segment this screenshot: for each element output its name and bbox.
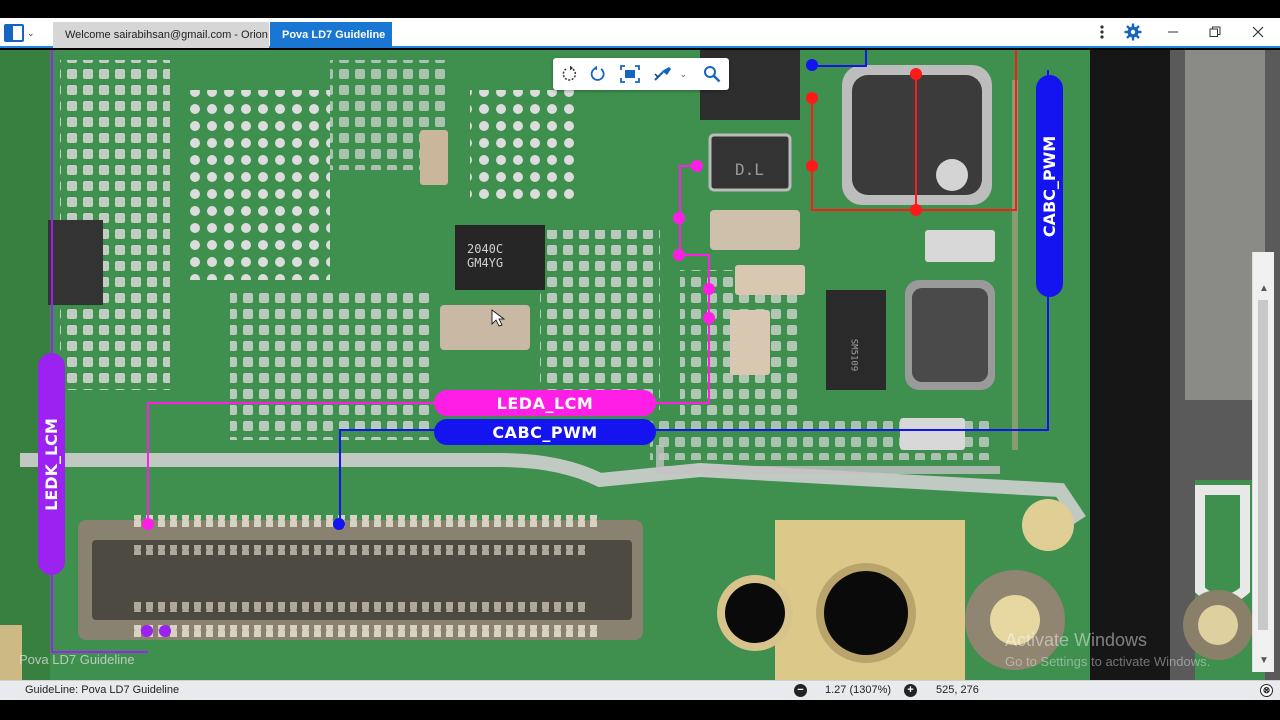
net-label-cabc-pwm[interactable]: CABC_PWM (434, 419, 656, 445)
status-bar: GuideLine: Pova LD7 Guideline − 1.27 (13… (0, 680, 1280, 700)
guideline-watermark: Pova LD7 Guideline (19, 652, 135, 667)
probe-icon (654, 67, 672, 81)
fit-screen-icon (620, 65, 641, 83)
vertical-scrollbar[interactable]: ▲ ▼ (1252, 252, 1274, 672)
bottom-letterbox (0, 700, 1280, 720)
ic-marking-dl: D.L (735, 160, 764, 179)
chevron-down-icon: ⌄ (27, 27, 35, 38)
net-label-text: LEDK_LCM (42, 417, 62, 511)
pcb-image (0, 50, 1280, 680)
status-settings-button[interactable]: ⊗ (1260, 684, 1273, 697)
tab-pova-ld7-guideline[interactable]: Pova LD7 Guideline (270, 22, 392, 48)
scroll-up-icon[interactable]: ▲ (1259, 283, 1269, 294)
app-menu-button[interactable]: ⌄ (4, 21, 44, 45)
activate-windows-subtitle: Go to Settings to activate Windows. (1005, 654, 1211, 669)
ic-marking-2040c: 2040C GM4YG (467, 242, 504, 270)
probe-options-dropdown[interactable]: ⌄ (679, 62, 689, 86)
ic-marking-sm5109: SM5109 (848, 338, 859, 372)
restore-button[interactable] (1197, 18, 1233, 46)
minus-icon: − (797, 684, 804, 696)
probe-tool-button[interactable] (652, 62, 675, 86)
panel-icon (4, 24, 24, 42)
chevron-down-icon: ⌄ (679, 68, 688, 79)
settings-button[interactable] (1115, 18, 1151, 46)
more-options-button[interactable] (1084, 18, 1120, 46)
tab-welcome[interactable]: Welcome sairabihsan@gmail.com - Orion (53, 22, 269, 48)
restore-icon (1209, 26, 1221, 37)
net-label-text: CABC_PWM (492, 422, 598, 442)
more-icon (1100, 25, 1104, 39)
title-bar: ⌄ Welcome sairabihsan@gmail.com - Orion … (0, 18, 1280, 48)
scroll-down-icon[interactable]: ▼ (1259, 655, 1269, 666)
rotate-cw-icon (591, 65, 605, 81)
search-icon (703, 66, 720, 83)
net-label-text: LEDA_LCM (496, 393, 594, 413)
rotate-cw-button[interactable] (586, 62, 609, 86)
view-toolbar: ⌄ (553, 58, 729, 90)
status-guideline: GuideLine: Pova LD7 Guideline (25, 684, 180, 696)
globe-icon: ⊗ (1262, 685, 1271, 695)
scroll-thumb[interactable] (1258, 300, 1268, 630)
rotate-ccw-button[interactable] (559, 62, 582, 86)
rotate-ccw-icon (563, 65, 577, 81)
close-icon (1252, 26, 1264, 38)
zoom-in-button[interactable]: + (904, 684, 917, 697)
minimize-icon (1168, 31, 1178, 33)
status-zoom: 1.27 (1307%) (825, 684, 892, 696)
zoom-out-button[interactable]: − (794, 684, 807, 697)
fit-screen-button[interactable] (619, 62, 642, 86)
settings-icon (1124, 23, 1142, 41)
search-button[interactable] (700, 62, 723, 86)
close-button[interactable] (1240, 18, 1276, 46)
net-label-ledk-lcm[interactable]: LEDK_LCM (38, 353, 65, 575)
pcb-viewport[interactable]: 2040C GM4YG D.L SM5109 LEDA_LCM CABC_PWM… (0, 50, 1280, 680)
net-label-leda-lcm[interactable]: LEDA_LCM (434, 390, 656, 416)
net-label-text: CABC_PWM (1040, 135, 1060, 237)
minimize-button[interactable] (1155, 18, 1191, 46)
net-label-cabc-pwm-vertical[interactable]: CABC_PWM (1036, 75, 1063, 297)
top-letterbox (0, 0, 1280, 18)
activate-windows-title: Activate Windows (1005, 630, 1148, 650)
plus-icon: + (907, 684, 914, 696)
status-coords: 525, 276 (936, 684, 979, 696)
